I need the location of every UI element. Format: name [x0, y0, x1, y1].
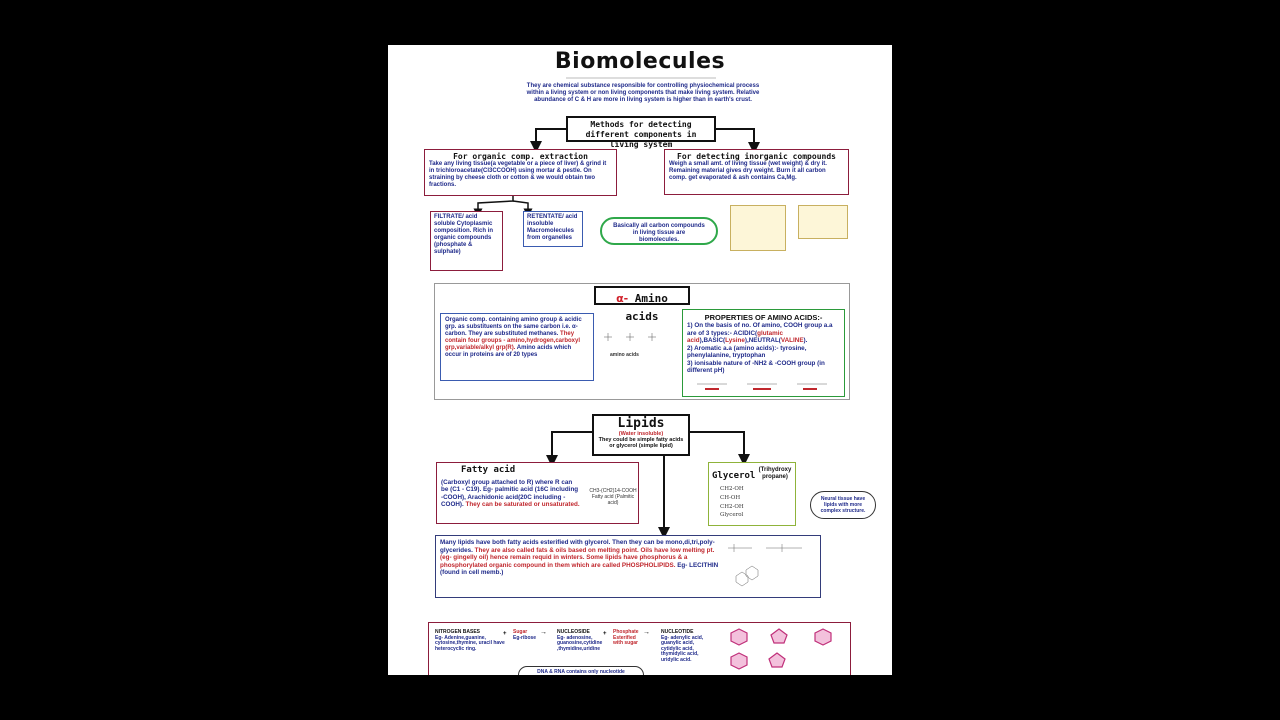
lipids-heading: Lipids — [617, 416, 665, 431]
fatty-acid-red: They can be saturated or unsaturated. — [465, 501, 580, 509]
glycerol-title: Glycerol — [712, 471, 756, 481]
plus-sign-1: + — [503, 631, 507, 637]
glycerol-subtitle: (Trihydroxy propane) — [758, 467, 792, 480]
compound-table-image — [798, 205, 848, 239]
dna-rna-cloud: DNA & RNA contains only nucleotide — [518, 666, 644, 675]
neural-tissue-text: Neural tissue have lipids with more comp… — [820, 496, 866, 514]
amino-def-red: They contain four groups - amino,hydroge… — [445, 331, 581, 351]
arrow-1: → — [540, 629, 547, 636]
glycerol-box: Glycerol (Trihydroxy propane) CH2-OH CH-… — [708, 462, 796, 526]
methods-heading: Methods for detecting different componen… — [585, 120, 697, 149]
retentate-box: RETENTATE/ acid insoluble Macromolecules… — [523, 211, 583, 247]
zwitterion-structure-image — [697, 383, 827, 390]
amino-properties-box: PROPERTIES OF AMINO ACIDS:- 1) On the ba… — [682, 309, 845, 397]
amino-structure-image — [604, 333, 656, 341]
ester-end-text: Eg- LECITHIN (found in cell memb.) — [440, 561, 719, 577]
nucleotide-title: NUCLEOTIDE — [661, 629, 694, 635]
methods-heading-box: Methods for detecting different componen… — [566, 116, 716, 149]
ester-red-text: They are also called fats & oils based o… — [440, 546, 715, 569]
sugar-title: Sugar — [513, 629, 528, 635]
props-2-text: 2) Aromatic a.a (amino acids):- tyrosine… — [687, 344, 807, 360]
lipid-structures-image — [728, 544, 802, 587]
glycerol-formula: CH2-OH CH-OH CH2-OH — [720, 486, 744, 510]
amino-def-text: Organic comp. containing amino group & a… — [445, 317, 582, 337]
sugar-text: Eg-ribose — [513, 634, 537, 641]
props-1-text: 1) On the basis of no. Of amino, COOH gr… — [687, 322, 833, 337]
properties-title: PROPERTIES OF AMINO ACIDS:- — [704, 313, 823, 322]
biomolecule-cloud: Basically all carbon compounds in living… — [600, 217, 718, 245]
inorganic-box: For detecting inorganic compounds Weigh … — [664, 149, 849, 195]
organic-text: Take any living tissue(a vegetable or a … — [429, 161, 607, 188]
amino-structure-caption: amino acids — [610, 352, 639, 358]
alpha-symbol: α- — [616, 292, 629, 305]
nucleoside-title: NUCLEOSIDE — [557, 629, 590, 635]
amino-heading: Amino acids — [625, 292, 668, 323]
amino-heading-box: α- Amino acids — [594, 286, 690, 323]
neural-tissue-cloud: Neural tissue have lipids with more comp… — [810, 491, 876, 519]
title-underline — [566, 77, 716, 79]
ester-text: Many lipids have both fatty acids esteri… — [440, 539, 715, 554]
document-page: Biomolecules They are chemical substance… — [388, 45, 892, 675]
props-1-neutral: ),NEUTRAL( — [744, 337, 781, 344]
retentate-text: RETENTATE/ acid insoluble Macromolecules… — [527, 214, 578, 241]
lipids-water-insoluble: (Water insoluble) — [618, 431, 664, 437]
props-3-text: 3) ionisable nature of -NH2 & -COOH grou… — [687, 359, 825, 375]
nucleobase-structures-image — [730, 628, 832, 670]
page-title: Biomolecules — [554, 49, 726, 74]
fatty-acid-box: Fatty acid (Carboxyl group attached to R… — [436, 462, 639, 524]
phospholipid-box: Many lipids have both fatty acids esteri… — [435, 535, 821, 598]
plus-sign-2: + — [603, 631, 607, 637]
props-1-basic: ),BASIC( — [699, 337, 726, 344]
inorganic-text: Weigh a small amt. of living tissue (wet… — [669, 161, 827, 181]
arrow-2: → — [643, 629, 650, 636]
inorganic-title: For detecting inorganic compounds — [677, 152, 836, 161]
props-1-glutamic: glutamic acid — [687, 329, 783, 345]
organic-extraction-box: For organic comp. extraction Take any li… — [424, 149, 617, 196]
amino-def-end: Amino acids which occur in proteins are … — [445, 345, 572, 358]
fatty-formula-caption: Fatty acid (Palmitic acid) — [591, 494, 635, 506]
lipids-subtext: They could be simple fatty acids or glyc… — [598, 437, 684, 449]
props-1-end: ). — [803, 337, 808, 344]
phosphate-text: Esterified with sugar — [613, 634, 639, 646]
glycerol-caption: Glycerol — [720, 512, 744, 518]
nucleotide-text: Eg- adenylic acid, guanylic acid, cytidy… — [661, 634, 704, 663]
props-1-valine: VALINE — [780, 337, 804, 344]
nucleoside-text: Eg- adenosine, guanosine,cytidine ,thymi… — [557, 634, 603, 652]
lipids-heading-box: Lipids (Water insoluble) They could be s… — [592, 414, 690, 456]
element-table-image — [730, 205, 786, 251]
filtrate-box: FILTRATE/ acid soluble Cytoplasmic compo… — [430, 211, 503, 271]
fatty-acid-text: (Carboxyl group attached to R) where R c… — [441, 479, 579, 509]
amino-definition-box: Organic comp. containing amino group & a… — [440, 313, 594, 381]
nucleic-acids-box: NITROGEN BASES Eg- Adenine,guanine, cyto… — [428, 622, 851, 675]
fatty-formula: CH3-(CH2)14-COOH — [589, 488, 637, 494]
props-1-lysine: Lysine — [725, 337, 745, 344]
organic-title: For organic comp. extraction — [453, 152, 588, 161]
dna-rna-text: DNA & RNA contains only nucleotide — [537, 669, 625, 675]
filtrate-text: FILTRATE/ acid soluble Cytoplasmic compo… — [434, 214, 494, 255]
biomolecule-cloud-text: Basically all carbon compounds in living… — [613, 223, 705, 243]
phosphate-title: Phosphate — [613, 629, 639, 635]
nitrogen-bases-title: NITROGEN BASES — [435, 629, 481, 635]
fatty-acid-title: Fatty acid — [461, 465, 516, 475]
nitrogen-bases-text: Eg- Adenine,guanine, cytosine,thymine, u… — [435, 634, 505, 652]
intro-text: They are chemical substance responsible … — [526, 83, 760, 103]
